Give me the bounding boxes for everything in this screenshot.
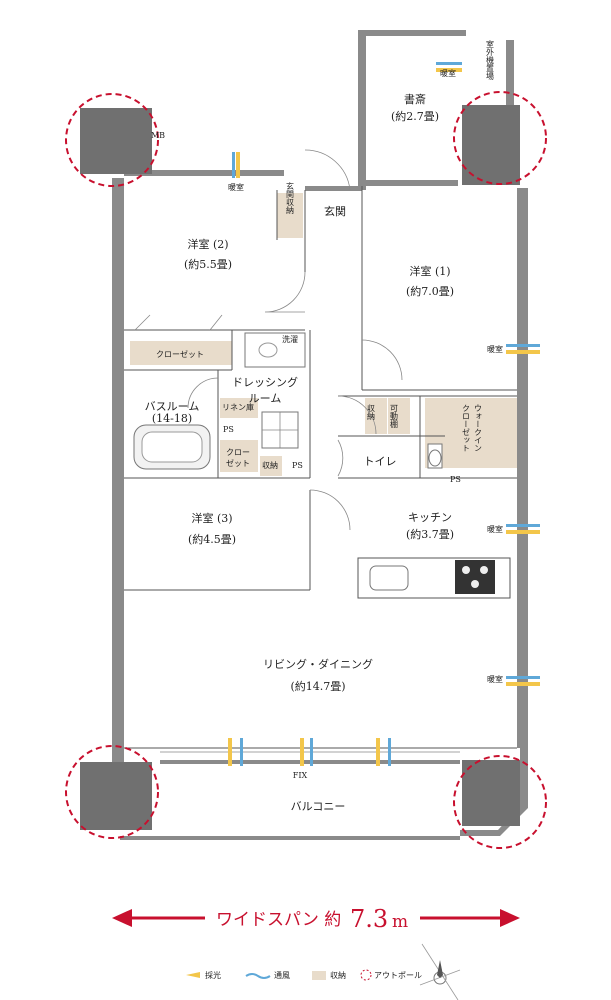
legend-storage: 収納 (330, 970, 346, 980)
dansho-label-3: 暖室 (487, 674, 503, 684)
span-unit: m (392, 912, 408, 932)
dressing-line1: ドレッシング (232, 375, 298, 389)
legend: 採光 通風 収納 アウトポール (186, 969, 422, 981)
storage-areas (130, 193, 517, 476)
kitchen-size: (約3.7畳) (406, 527, 454, 541)
western2-size: (約5.5畳) (184, 257, 232, 271)
kitchen-fixtures (369, 560, 495, 594)
dansho-label-top: 暖室 (228, 182, 244, 192)
kitchen-name: キッチン (408, 511, 452, 524)
mb-label: MB (151, 131, 165, 140)
linen-label: リネン庫 (222, 402, 254, 412)
western1-size: (約7.0畳) (406, 284, 454, 298)
bath-size: (14-18) (152, 412, 192, 425)
partitions (124, 186, 517, 753)
genkan-label: 玄関 (324, 204, 346, 218)
balcony-label: バルコニー (291, 800, 346, 813)
legend-light: 採光 (205, 970, 221, 980)
walkin-label: ウォークイン (474, 404, 483, 452)
closet-short-line2: ゼット (226, 458, 250, 468)
doors (134, 149, 403, 531)
genkan-storage-label: 玄関収納 (286, 181, 295, 215)
western3-size: (約4.5畳) (188, 532, 236, 546)
outdoor-unit-label: 室外機置場 (486, 39, 495, 81)
study-name: 書斎 (404, 92, 426, 106)
ps-label-1: PS (223, 425, 234, 434)
room-labels: 書斎 (約2.7畳) 室外機置場 玄関 玄関収納 洋室 (1) (約7.0畳) … (145, 39, 503, 813)
storage-label-1: 収納 (262, 460, 278, 470)
wash-label: 洗濯 (282, 334, 298, 344)
living-size: (約14.7畳) (290, 679, 345, 693)
closet-label: クローゼット (156, 349, 204, 359)
closet-short-line1: クロー (226, 448, 250, 457)
fix-label: FIX (293, 771, 308, 780)
study-size: (約2.7畳) (391, 109, 439, 123)
light-wind-markers (228, 62, 540, 766)
columns (80, 105, 520, 830)
dressing-line2: ルーム (249, 392, 282, 405)
walkin-closet-label: クローゼット (462, 404, 471, 452)
legend-outpole: アウトポール (374, 971, 422, 980)
dansho-label-study: 暖室 (440, 68, 456, 78)
span-value: 7.3 (350, 905, 388, 933)
ps-label-2: PS (292, 461, 303, 470)
western1-name: 洋室 (1) (409, 264, 450, 278)
bath-name: バスルーム (145, 400, 200, 413)
ps-label-3: PS (450, 475, 461, 484)
living-name: リビング・ダイニング (263, 657, 373, 671)
western3-name: 洋室 (3) (191, 511, 232, 525)
bathtub (133, 424, 211, 470)
storage-label-2: 収納 (367, 403, 376, 421)
western2-name: 洋室 (2) (187, 237, 228, 251)
dansho-label-2: 暖室 (487, 524, 503, 534)
compass-icon (419, 943, 461, 1000)
outpole-rings (65, 91, 547, 849)
toilet-label: トイレ (364, 455, 397, 468)
wash-basin (244, 332, 306, 449)
dansho-label-1: 暖室 (487, 344, 503, 354)
wide-span-arrow: ワイドスパン 約 7.3 m (112, 905, 520, 933)
toilet-fixture (427, 443, 443, 469)
movable-shelf-label: 可動棚 (390, 404, 399, 429)
span-label: ワイドスパン 約 (216, 910, 341, 930)
legend-wind: 通風 (274, 970, 290, 980)
